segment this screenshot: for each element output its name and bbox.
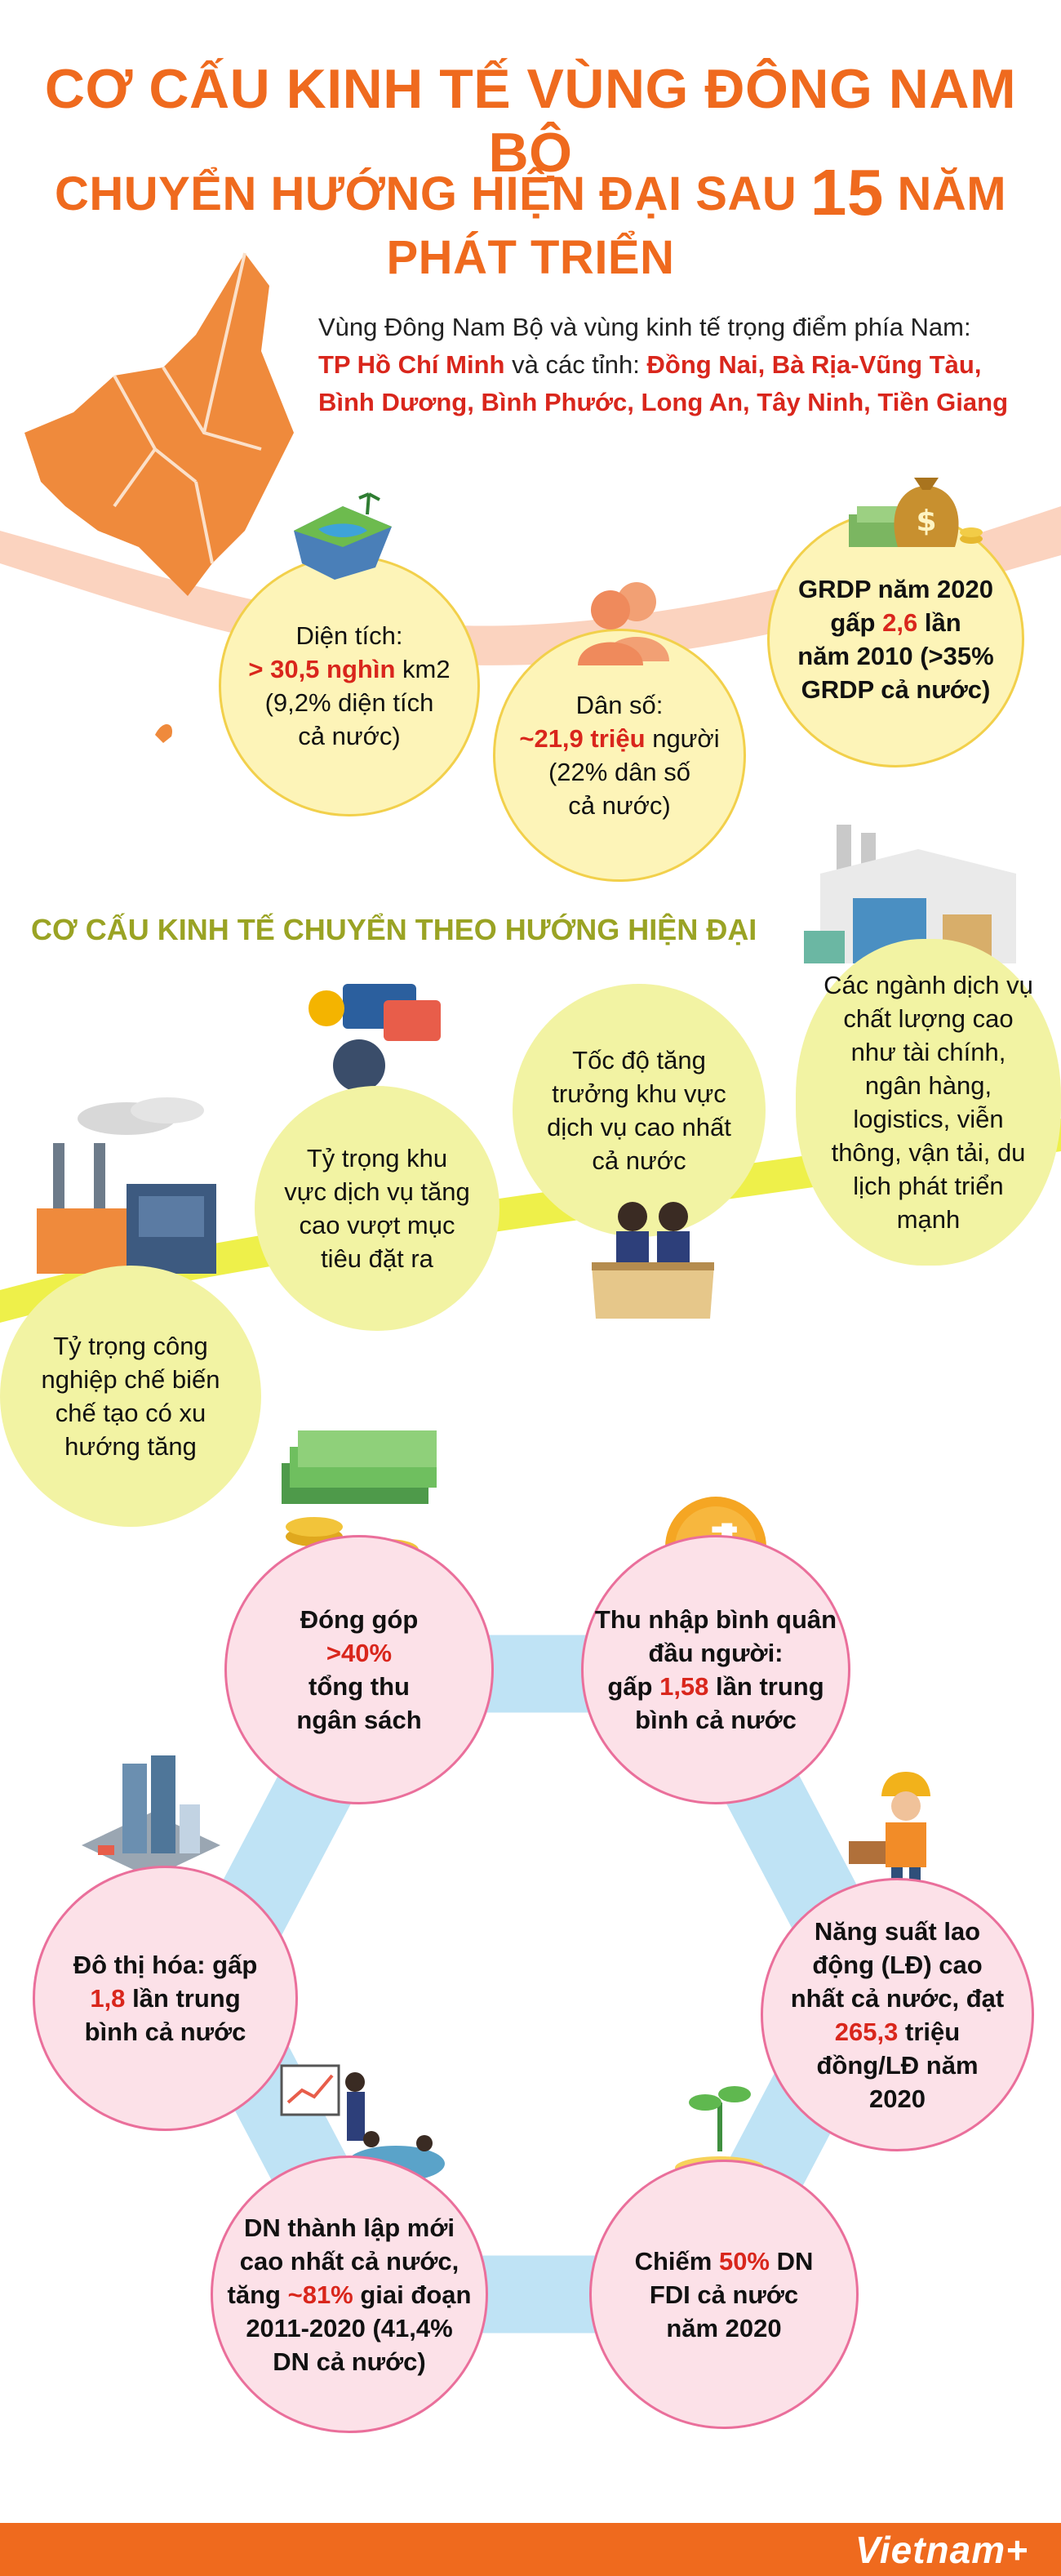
urbanization-tail: lần trung bình cả nước: [84, 1984, 246, 2046]
income-times-lead: gấp: [607, 1672, 653, 1701]
grdp-times-lead: gấp: [830, 607, 876, 637]
service-sectors-text: Các ngành dịch vụ chất lượng cao như tài…: [823, 971, 1033, 1234]
enterprises-lead: DN thành lập mới cao nhất cả nước, tăng: [227, 2213, 459, 2309]
page-title-line1: CƠ CẤU KINH TẾ VÙNG ĐÔNG NAM BỘ: [44, 58, 1017, 184]
warehouse-icon: [804, 825, 1016, 963]
industry-share-circle: Tỷ trọng công nghiệp chế biến chế tạo có…: [0, 1266, 261, 1527]
population-stat-text: Dân số: ~21,9 triệu người (22% dân số cả…: [519, 688, 719, 822]
industry-share-text: Tỷ trọng công nghiệp chế biến chế tạo có…: [41, 1332, 220, 1461]
factory-icon: [37, 1097, 216, 1274]
new-enterprises-circle: DN thành lập mới cao nhất cả nước, tăng …: [211, 2156, 488, 2433]
grdp-stat-text: GRDP năm 2020 gấp 2,6 lần năm 2010 (>35%…: [790, 572, 1002, 706]
income-lead: Thu nhập bình quân đầu người:: [594, 1605, 837, 1667]
budget-contribution-text: Đóng góp >40% tổng thu ngân sách: [277, 1603, 441, 1737]
section-title: CƠ CẤU KINH TẾ CHUYỂN THEO HƯỚNG HIỆN ĐẠ…: [31, 913, 757, 946]
intro-lead: Vùng Đông Nam Bộ và vùng kinh tế trọng đ…: [318, 313, 971, 341]
urbanization-text: Đô thị hóa: gấp 1,8 lần trung bình cả nư…: [72, 1948, 260, 2049]
people-icon: [578, 582, 669, 665]
population-unit: người: [652, 724, 720, 753]
budget-value: >40%: [326, 1639, 393, 1667]
title-years-number: 15: [810, 156, 884, 229]
intro-provinces-lead: và các tỉnh:: [512, 350, 640, 379]
income-value: 1,58: [659, 1672, 709, 1701]
productivity-lead: Năng suất lao động (LĐ) cao nhất cả nước…: [790, 1916, 1005, 2013]
services-share-circle: Tỷ trọng khu vực dịch vụ tăng cao vượt m…: [255, 1086, 499, 1331]
vietnamplus-logo: Vietnam+: [855, 2529, 1028, 2571]
area-unit: km2: [402, 655, 451, 683]
productivity-circle: Năng suất lao động (LĐ) cao nhất cả nước…: [761, 1878, 1034, 2151]
city-icon: [82, 1755, 220, 1878]
services-growth-circle: Tốc độ tăng trưởng khu vực dịch vụ cao n…: [513, 984, 766, 1237]
intro-text: Vùng Đông Nam Bộ và vùng kinh tế trọng đ…: [318, 309, 1037, 421]
analytics-icon: [309, 984, 441, 1114]
footer-bar: [0, 2523, 1061, 2576]
fdi-circle: Chiếm 50% DN FDI cả nước năm 2020: [589, 2160, 859, 2429]
grdp-line1: GRDP năm 2020: [798, 574, 993, 603]
intro-provinces: Đồng Nai, Bà Rịa-Vũng Tàu, Bình Dương, B…: [318, 350, 1009, 416]
money-bag-icon: $: [849, 478, 983, 547]
island-icon: [294, 492, 392, 580]
population-label: Dân số:: [575, 691, 664, 719]
population-stat-circle: Dân số: ~21,9 triệu người (22% dân số cả…: [493, 629, 746, 882]
area-note: (9,2% diện tích cả nước): [264, 688, 434, 750]
fdi-text: Chiếm 50% DN FDI cả nước năm 2020: [622, 2245, 826, 2345]
new-enterprises-text: DN thành lập mới cao nhất cả nước, tăng …: [227, 2211, 472, 2378]
urbanization-circle: Đô thị hóa: gấp 1,8 lần trung bình cả nư…: [33, 1866, 298, 2131]
productivity-value: 265,3: [834, 2017, 899, 2046]
region-map-icon: [24, 252, 294, 743]
title-line2-part-a: CHUYỂN HƯỚNG HIỆN ĐẠI SAU: [54, 167, 797, 220]
services-growth-text: Tốc độ tăng trưởng khu vực dịch vụ cao n…: [547, 1046, 731, 1175]
urbanization-lead: Đô thị hóa: gấp: [73, 1951, 258, 1979]
budget-lead: Đóng góp: [300, 1605, 419, 1634]
income-circle: Thu nhập bình quân đầu người: gấp 1,58 l…: [581, 1535, 850, 1804]
reception-desk-icon: [592, 1202, 714, 1319]
population-note: (22% dân số cả nước): [548, 758, 691, 820]
enterprises-tail: giai đoạn 2011-2020 (41,4% DN cả nước): [246, 2280, 472, 2376]
area-stat-text: Diện tích: > 30,5 nghìn km2 (9,2% diện t…: [248, 619, 450, 753]
urbanization-value: 1,8: [90, 1984, 126, 2013]
population-value: ~21,9 triệu: [519, 724, 646, 753]
services-share-text: Tỷ trọng khu vực dịch vụ tăng cao vượt m…: [284, 1144, 470, 1273]
fdi-value: 50%: [718, 2246, 770, 2276]
enterprises-value: ~81%: [287, 2280, 353, 2309]
svg-text:$: $: [916, 505, 936, 538]
intro-city: TP Hồ Chí Minh: [318, 350, 505, 379]
productivity-text: Năng suất lao động (LĐ) cao nhất cả nước…: [788, 1915, 1008, 2116]
title-line2-part-b: NĂM PHÁT TRIỂN: [386, 167, 1007, 284]
income-tail: lần trung bình cả nước: [635, 1672, 824, 1734]
fdi-tail: DN FDI cả nước năm 2020: [649, 2246, 814, 2342]
page-title-line2: CHUYỂN HƯỚNG HIỆN ĐẠI SAU 15 NĂM PHÁT TR…: [0, 155, 1061, 285]
grdp-times-unit: lần: [924, 607, 961, 637]
budget-contribution-circle: Đóng góp >40% tổng thu ngân sách: [224, 1535, 494, 1804]
area-value: > 30,5 nghìn: [248, 655, 396, 683]
productivity-tail: triệu đồng/LĐ năm 2020: [816, 2017, 979, 2113]
service-sectors-circle: Các ngành dịch vụ chất lượng cao như tài…: [796, 939, 1061, 1266]
grdp-stat-circle: GRDP năm 2020 gấp 2,6 lần năm 2010 (>35%…: [767, 510, 1024, 767]
fdi-lead: Chiếm: [634, 2246, 713, 2276]
worker-icon: [849, 1772, 930, 1904]
grdp-value: 2,6: [882, 607, 918, 637]
area-label: Diện tích:: [295, 621, 403, 650]
ribbon-decoration: [0, 1119, 1061, 1323]
grdp-note: năm 2010 (>35% GRDP cả nước): [797, 641, 994, 704]
budget-tail: tổng thu ngân sách: [296, 1672, 422, 1734]
area-stat-circle: Diện tích: > 30,5 nghìn km2 (9,2% diện t…: [219, 555, 480, 816]
income-text: Thu nhập bình quân đầu người: gấp 1,58 l…: [593, 1603, 838, 1737]
